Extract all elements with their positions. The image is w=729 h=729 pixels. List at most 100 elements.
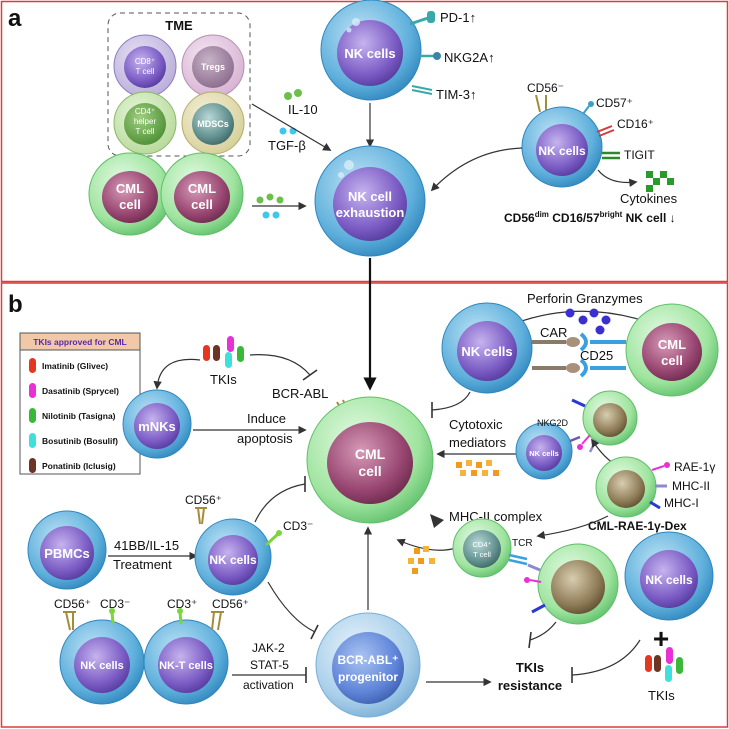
panel-a-letter: a <box>8 5 22 32</box>
presenting-inhibit-bar <box>528 631 532 649</box>
nkg2a-receptor <box>420 52 441 60</box>
cd4b-line2: T cell <box>473 550 491 559</box>
cml-secreted-granules <box>256 193 284 219</box>
treatment-line1: 41BB/IL-15 <box>114 538 179 553</box>
legend-label-1: Dasatinib (Sprycel) <box>42 386 119 396</box>
cytotoxic-line1: Cytotoxic <box>449 417 503 432</box>
legend-label-0: Imatinib (Glivec) <box>42 361 108 371</box>
nk-br-cell: NK cells <box>624 531 714 621</box>
mdscs-label: MDSCs <box>197 119 229 129</box>
nkt-bottom-cd56-receptor <box>211 611 224 631</box>
cml-rae-cell <box>595 456 657 518</box>
nk-bottom-cd56-receptor <box>63 611 76 631</box>
cd4-label-3: T cell <box>136 127 155 136</box>
cd4-label-2: helper <box>134 117 157 126</box>
nk-bottom-cell: NK cells <box>59 619 145 705</box>
cml-cell-a1: CML cell <box>88 152 172 236</box>
tki-pills-top <box>203 336 244 368</box>
presenting-inhibit-resistance <box>529 621 557 641</box>
nk-right-label: NK cells <box>538 144 586 158</box>
tregs-label: Tregs <box>201 62 225 72</box>
nk-mid-cd3: CD3⁻ <box>283 519 313 533</box>
treatment-line2: Treatment <box>113 557 172 572</box>
nkt-bottom-cd3-receptor <box>177 608 183 625</box>
nk-mid-cd56-receptor <box>195 507 207 525</box>
cd57-label: CD57⁺ <box>596 96 633 110</box>
cd8-label-2: T cell <box>136 67 155 76</box>
cd4-t-cell-b: CD4⁺ T cell <box>452 518 512 578</box>
mhc-ii-label: MHC-II <box>672 479 710 493</box>
nk-bottom-cd3: CD3⁻ <box>100 597 130 611</box>
car-label: CAR <box>540 325 567 340</box>
mdscs-nucleus <box>192 103 234 145</box>
tim3-receptor <box>411 85 433 95</box>
cml-center-line2: cell <box>358 463 381 479</box>
cml-center-line1: CML <box>355 446 386 462</box>
pbmcs-cell: PBMCs <box>27 510 107 590</box>
cytotoxic-line2: mediators <box>449 435 507 450</box>
cml-car-cell: CML cell <box>625 303 719 397</box>
cml-presenting-cell <box>537 543 619 625</box>
induce-label: Induce <box>247 411 286 426</box>
nk-mid-cd3-receptor <box>264 530 282 547</box>
il10-label: IL-10 <box>288 102 318 117</box>
cml-car-line1: CML <box>658 337 686 352</box>
nk-car-inhibit-cml <box>431 391 471 411</box>
car-receptor-2 <box>532 358 626 378</box>
cml-car-line2: cell <box>661 353 683 368</box>
legend-pill-4 <box>29 458 36 473</box>
nkt-bottom-cell: NK-T cells <box>143 619 229 705</box>
cd56-neg-label: CD56⁻ <box>527 81 564 95</box>
legend-pill-0 <box>29 358 36 373</box>
tgfb-label: TGF-β <box>268 138 306 153</box>
tkis-inhibit-bar <box>302 369 318 381</box>
presenting-receptors <box>524 563 546 614</box>
car-receptor-1 <box>532 332 626 352</box>
apoptosis-label: apoptosis <box>237 431 293 446</box>
legend-pill-1 <box>29 383 36 398</box>
rae-to-cd4-arrow <box>536 515 609 540</box>
nkg2a-label: NKG2A↑ <box>444 50 495 65</box>
nk-right-cytokine-arrow <box>597 169 638 187</box>
nk-top-label: NK cells <box>344 46 395 61</box>
exhaustion-line1: NK cell <box>348 189 392 204</box>
cml-center-cell: CML cell <box>306 396 434 524</box>
tme-box: TME CD8⁺ T cell Tregs CD4⁺ helper T cell… <box>107 12 251 157</box>
nkg2d-label: NKG2D <box>537 418 569 428</box>
tki-pills-bottom <box>645 647 683 682</box>
pbmcs-label: PBMCs <box>44 546 90 561</box>
resistance-line2: resistance <box>498 678 562 693</box>
nkt-bottom-cd56: CD56⁺ <box>212 597 249 611</box>
exhaustion-line2: exhaustion <box>336 205 405 220</box>
legend-label-3: Bosutinib (Bosulif) <box>42 436 118 446</box>
tregs-nucleus <box>192 46 234 88</box>
perforin-label: Perforin Granzymes <box>527 291 643 306</box>
nk-right-to-exhaustion-arrow <box>430 147 523 192</box>
cd57-receptor <box>582 101 594 115</box>
tkis-label: TKIs <box>210 372 237 387</box>
cd4-helper-nucleus <box>124 103 166 145</box>
cytotoxic-squares <box>456 460 499 476</box>
nk-mid-label: NK cells <box>209 553 257 567</box>
nk-small-label: NK cells <box>529 449 559 458</box>
progenitor-line2: progenitor <box>338 670 398 684</box>
cd4-squares <box>408 546 435 574</box>
panel-b-letter: b <box>8 291 23 318</box>
nk-mid-inhibit-progenitor <box>267 581 316 633</box>
bright-caption: CD56dim CD16/57bright NK cell ↓ <box>504 210 676 225</box>
mhc-complex-label: MHC-II complex <box>449 509 543 524</box>
nk-bottom-label: NK cells <box>80 660 123 672</box>
legend-title: TKIs approved for CML <box>33 337 127 347</box>
nk-top-cell: NK cells <box>320 0 422 101</box>
resistance-line1: TKIs <box>516 660 544 675</box>
jak2-label: JAK-2 <box>252 641 285 655</box>
cml-a2-line1: CML <box>188 181 216 196</box>
tim3-label: TIM-3↑ <box>436 87 476 102</box>
legend-label-2: Nilotinib (Tasigna) <box>42 411 116 421</box>
tcr-label: TCR <box>512 538 533 549</box>
cd8-label-1: CD8⁺ <box>135 57 155 66</box>
pd1-label: PD-1↑ <box>440 10 476 25</box>
rae-receptors <box>649 462 670 510</box>
mhc-complex-icon <box>430 514 444 528</box>
